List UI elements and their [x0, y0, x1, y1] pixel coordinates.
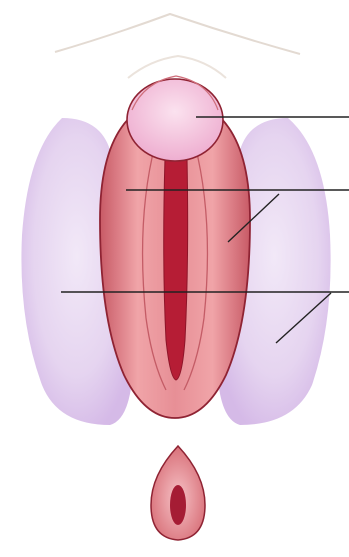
- top-contour-line: [55, 14, 300, 54]
- second-contour-line: [128, 56, 226, 78]
- central-channel: [164, 158, 188, 380]
- lower-drop-center: [170, 485, 186, 525]
- top-cap: [127, 79, 223, 161]
